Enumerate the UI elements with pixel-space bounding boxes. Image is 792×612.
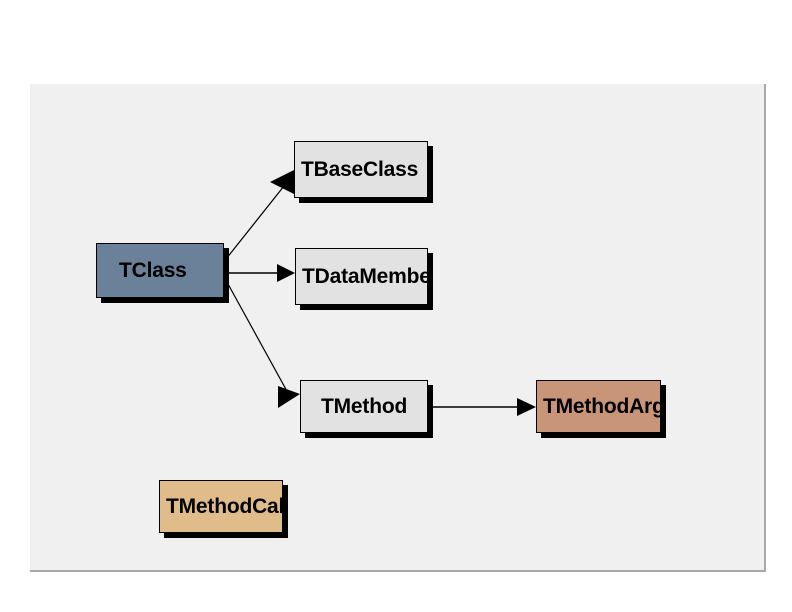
- node-tclass-label: TClass: [119, 259, 187, 282]
- node-tclass[interactable]: TClass: [96, 243, 224, 298]
- node-tmethodcall-label: TMethodCall: [166, 495, 283, 518]
- node-tmethod[interactable]: TMethod: [300, 380, 428, 433]
- node-tmethodarg[interactable]: TMethodArg: [536, 380, 661, 433]
- node-tdatamember-label: TDataMember: [302, 265, 428, 288]
- node-tmethodcall[interactable]: TMethodCall: [159, 480, 283, 533]
- node-tmethodarg-label: TMethodArg: [543, 395, 661, 418]
- node-tbaseclass[interactable]: TBaseClass: [294, 141, 428, 198]
- node-tbaseclass-label: TBaseClass: [301, 158, 419, 181]
- node-tmethod-label: TMethod: [321, 395, 408, 418]
- node-tdatamember[interactable]: TDataMember: [295, 248, 428, 305]
